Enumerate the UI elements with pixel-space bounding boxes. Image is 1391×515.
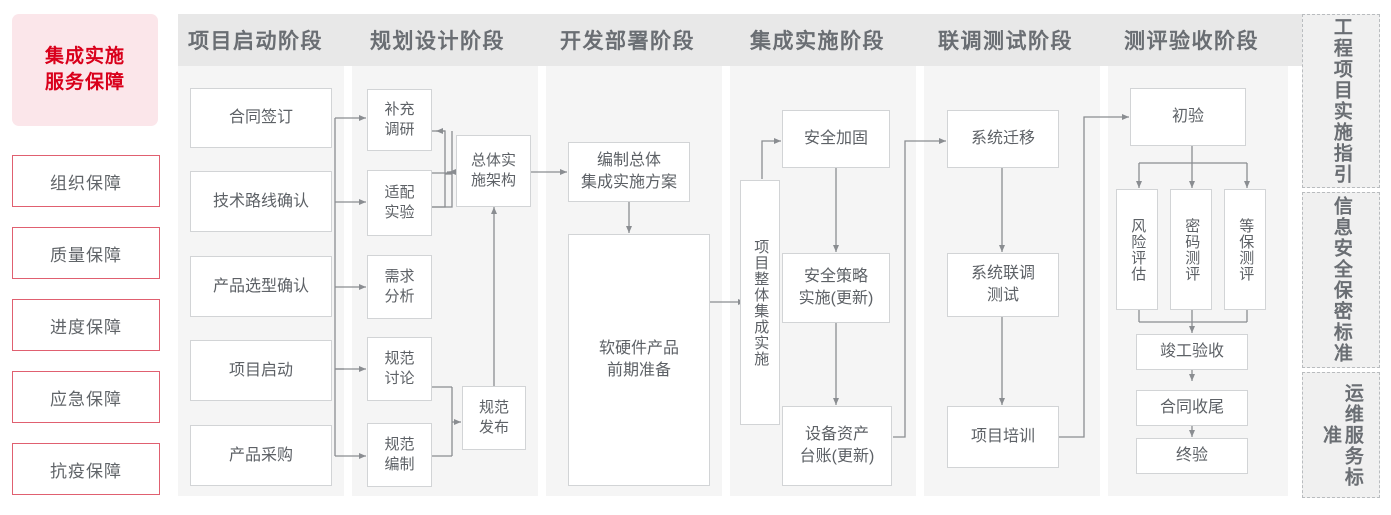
node-label-line1: 软硬件产品 [598,340,679,358]
left-rail-label: 质量保障 [50,245,122,265]
node-label-line1: 设备资产 [804,426,869,444]
node-spec-discussion[interactable]: 规范 讨论 [367,337,432,401]
right-rail-item-engineering-guideline[interactable]: 工程项目实施指引 [1302,14,1380,188]
left-rail-item-quality[interactable]: 质量保障 [12,227,160,279]
node-label-line1: 规范 [384,435,415,453]
node-label-line2: 讨论 [384,370,415,387]
left-rail-label: 抗疫保障 [50,461,122,481]
node-risk-assessment[interactable]: 风险评估 [1116,189,1158,310]
node-label-line1: 系统联调 [970,265,1035,283]
node-label-line1: 需求 [384,267,415,285]
left-rail-label: 应急保障 [50,389,122,409]
node-contract-signing[interactable]: 合同签订 [190,88,332,148]
node-project-training[interactable]: 项目培训 [947,406,1059,468]
node-label: 合同收尾 [1159,399,1224,417]
node-label: 产品采购 [228,446,293,464]
node-preliminary-acceptance[interactable]: 初验 [1130,88,1246,146]
node-system-migration[interactable]: 系统迁移 [947,110,1059,168]
node-supplementary-research[interactable]: 补充 调研 [367,89,432,151]
node-label-line2: 实施(更新) [798,290,874,307]
node-label-line1: 补充 [384,100,415,118]
phase-header-label: 规划设计阶段 [370,30,505,53]
title-card-line2: 服务保障 [44,72,125,93]
node-adaptation-experiment[interactable]: 适配 实验 [367,170,432,236]
node-label-line2: 测试 [986,287,1019,304]
node-project-kickoff[interactable]: 项目启动 [190,340,332,401]
node-overall-implementation-architecture[interactable]: 总体实 施架构 [456,135,531,207]
phase-header-label: 集成实施阶段 [750,30,885,53]
node-label: 终验 [1175,447,1208,465]
left-rail-item-schedule[interactable]: 进度保障 [12,299,160,351]
node-equipment-asset-ledger[interactable]: 设备资产 台账(更新) [782,406,892,486]
phase-header-1[interactable]: 项目启动阶段 [178,14,354,66]
node-label-line2: 台账(更新) [799,448,875,465]
node-product-procurement[interactable]: 产品采购 [190,425,332,486]
node-label: 项目培训 [970,428,1035,446]
node-label-line2: 施架构 [470,172,516,189]
node-tech-route-confirm[interactable]: 技术路线确认 [190,171,332,232]
node-label: 初验 [1171,108,1204,126]
node-label: 风险评估 [1129,217,1147,282]
node-label-line1: 编制总体 [596,152,661,170]
left-rail-item-epidemic[interactable]: 抗疫保障 [12,443,160,495]
left-rail-item-organization[interactable]: 组织保障 [12,155,160,207]
node-overall-project-integration[interactable]: 项目整体集成实施 [740,180,780,425]
node-security-hardening[interactable]: 安全加固 [782,110,890,168]
title-card-line1: 集成实施 [44,46,125,68]
title-card: 集成实施 服务保障 [12,14,158,126]
phase-header-6[interactable]: 测评验收阶段 [1108,14,1304,66]
node-mlps-evaluation[interactable]: 等保测评 [1224,189,1266,310]
node-label: 项目启动 [228,361,293,379]
right-rail-label: 运维服务标准 [1320,382,1363,488]
node-security-policy-implementation[interactable]: 安全策略 实施(更新) [782,253,890,323]
right-rail-item-infosec-standard[interactable]: 信息安全保密标准 [1302,192,1380,368]
node-label-line1: 规范 [384,349,415,367]
node-cryptography-evaluation[interactable]: 密码测评 [1170,189,1212,310]
node-label-line2: 分析 [384,288,415,305]
node-label-line1: 安全策略 [803,268,868,286]
node-requirement-analysis[interactable]: 需求 分析 [367,255,432,319]
node-label: 合同签订 [228,109,293,127]
node-label: 技术路线确认 [212,192,309,210]
node-contract-closeout[interactable]: 合同收尾 [1136,390,1248,426]
right-rail-label: 工程项目实施指引 [1330,17,1352,185]
node-label: 产品选型确认 [212,277,309,295]
node-completion-acceptance[interactable]: 竣工验收 [1136,334,1248,370]
node-label-line2: 集成实施方案 [580,174,677,191]
phase-header-3[interactable]: 开发部署阶段 [546,14,736,66]
node-spec-drafting[interactable]: 规范 编制 [367,423,432,487]
node-label-line2: 发布 [478,419,509,436]
right-rail-item-ops-service-standard[interactable]: 运维服务标准 [1302,372,1380,498]
node-label: 等保测评 [1237,217,1255,282]
node-label-line2: 编制 [384,456,415,473]
left-rail-item-emergency[interactable]: 应急保障 [12,371,160,423]
node-hardware-software-preparation[interactable]: 软硬件产品 前期准备 [568,234,710,486]
left-rail-label: 组织保障 [50,173,122,193]
node-draft-overall-integration-plan[interactable]: 编制总体 集成实施方案 [568,142,690,202]
node-label-line2: 调研 [384,121,415,138]
left-rail-label: 进度保障 [50,317,122,337]
phase-header-2[interactable]: 规划设计阶段 [352,14,556,66]
node-label-line2: 实验 [384,204,415,221]
node-spec-release[interactable]: 规范 发布 [462,386,526,450]
node-label-line1: 适配 [384,183,415,201]
node-system-joint-debug-test[interactable]: 系统联调 测试 [947,253,1059,317]
node-label: 密码测评 [1183,217,1201,282]
node-label: 竣工验收 [1159,343,1224,361]
node-label: 项目整体集成实施 [752,238,770,367]
phase-header-5[interactable]: 联调测试阶段 [924,14,1114,66]
right-rail-label: 信息安全保密标准 [1330,196,1352,364]
phase-header-label: 测评验收阶段 [1124,30,1259,53]
node-final-acceptance[interactable]: 终验 [1136,438,1248,474]
node-label-line1: 规范 [478,398,509,416]
phase-header-label: 项目启动阶段 [188,30,323,53]
phase-header-label: 联调测试阶段 [938,30,1073,53]
node-label-line1: 总体实 [470,151,516,169]
phase-header-4[interactable]: 集成实施阶段 [730,14,936,66]
phase-header-label: 开发部署阶段 [560,30,695,53]
node-product-selection-confirm[interactable]: 产品选型确认 [190,256,332,317]
node-label: 安全加固 [803,130,868,148]
node-label-line2: 前期准备 [606,362,671,379]
node-label: 系统迁移 [970,130,1035,148]
